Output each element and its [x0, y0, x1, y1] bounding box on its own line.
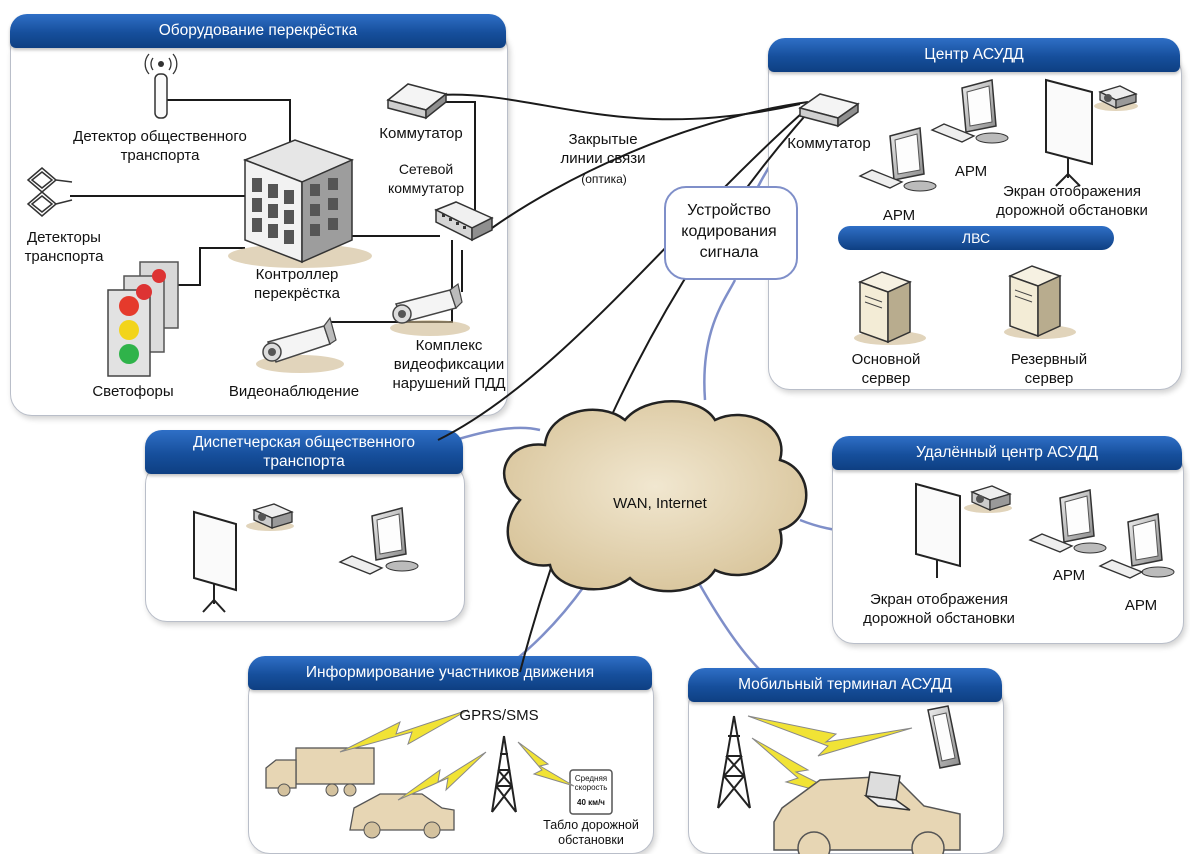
lightning-icon [339, 709, 575, 801]
loop-detector-icon [26, 167, 73, 217]
center-panel-title: Центр АСУДД [768, 38, 1180, 72]
encoder-box [664, 186, 798, 280]
switch-icon [798, 93, 860, 128]
server-icon [854, 271, 926, 345]
fiber-switch-to-center [439, 93, 801, 121]
network-switch-icon [434, 201, 494, 242]
monitor-icon [1059, 489, 1107, 554]
switch-label: Коммутатор [379, 125, 463, 142]
keyboard-icon [930, 123, 976, 143]
keyboard-icon [338, 555, 384, 575]
vehicle-detectors-label: Детекторы транспорта [24, 229, 104, 265]
cable-switch-netswitch [440, 101, 476, 212]
info-panel-title: Информирование участников движения [248, 656, 652, 690]
monitor-icon [889, 127, 937, 192]
keyboard-icon [858, 169, 904, 189]
car-icon [773, 775, 961, 854]
projector-icon [1094, 85, 1138, 111]
switch-icon [386, 83, 448, 120]
board-value: 40 км/ч [577, 798, 605, 807]
server-icon [1004, 265, 1076, 339]
monitor-icon [1127, 513, 1175, 578]
radio-tower-icon [491, 735, 517, 813]
center-switch-label: Коммутатор [787, 135, 871, 152]
car-icon [349, 793, 455, 839]
monitor-icon [371, 507, 419, 572]
network-switch-label: Сетевой коммутатор [387, 161, 465, 196]
keyboard-icon [1098, 559, 1144, 579]
traffic-light-icon [107, 261, 179, 377]
tablet-icon [927, 705, 961, 769]
camera-icon [256, 316, 344, 373]
link-cloud-to-encoder [703, 279, 737, 401]
arm-label-2: АРМ [954, 163, 988, 180]
closed-lines-label: Закрытые линии связи [560, 131, 646, 167]
gprs-label: GPRS/SMS [459, 707, 539, 724]
fiber-netswitch-to-center [491, 101, 809, 229]
optics-label: (оптика) [581, 172, 627, 186]
violation-complex-label: Комплекс видеофиксации нарушений ПДД [392, 337, 506, 392]
main-server-label: Основной сервер [851, 351, 921, 387]
board-title: Средняя скорость [574, 774, 608, 792]
pt-detector-label: Детектор общественного транспорта [73, 128, 247, 164]
encoder-label: Устройство кодирования сигнала [681, 202, 777, 261]
cloud-icon [502, 400, 808, 593]
arm-label-1: АРМ [882, 207, 916, 224]
speed-board-icon [569, 769, 613, 815]
projection-screen-icon [193, 510, 237, 613]
intersection-panel-title: Оборудование перекрёстка [10, 14, 506, 48]
radio-tower-icon [717, 715, 751, 809]
remote-arm-label-2: АРМ [1124, 597, 1158, 614]
lan-bar: ЛВС [838, 226, 1114, 250]
traffic-lights-label: Светофоры [92, 383, 174, 400]
violation-camera-icon [390, 282, 470, 336]
remote-screen-label: Экран отображения дорожной обстановки [863, 591, 1015, 627]
dispatch-panel-title: Диспетчерская общественного транспорта [145, 430, 463, 474]
cctv-label: Видеонаблюдение [228, 383, 360, 400]
projection-screen-icon [1045, 78, 1093, 187]
link-cloud-to-mobile [698, 584, 761, 671]
controller-cabinet-icon [228, 139, 372, 268]
board-caption: Табло дорожной обстановки [543, 818, 639, 847]
cable-antenna-controller [162, 99, 291, 148]
projection-screen-icon [915, 482, 961, 578]
cable-lights-controller [165, 247, 245, 286]
monitor-icon [961, 79, 1009, 144]
fiber-to-dispatch [437, 105, 811, 441]
backup-server-label: Резервный сервер [1010, 351, 1088, 387]
wan-label: WAN, Internet [613, 495, 707, 512]
keyboard-icon [1028, 533, 1074, 553]
antenna-icon [144, 53, 178, 119]
remote-panel-title: Удалённый центр АСУДД [832, 436, 1182, 470]
laptop-icon [863, 771, 911, 811]
projector-icon [964, 485, 1012, 513]
center-screen-label: Экран отображения дорожной обстановки [996, 183, 1148, 219]
remote-arm-label-1: АРМ [1052, 567, 1086, 584]
mobile-panel-title: Мобильный терминал АСУДД [688, 668, 1002, 702]
projector-icon [246, 503, 294, 531]
controller-label: Контроллер перекрёстка [253, 266, 340, 302]
truck-icon [265, 747, 375, 797]
